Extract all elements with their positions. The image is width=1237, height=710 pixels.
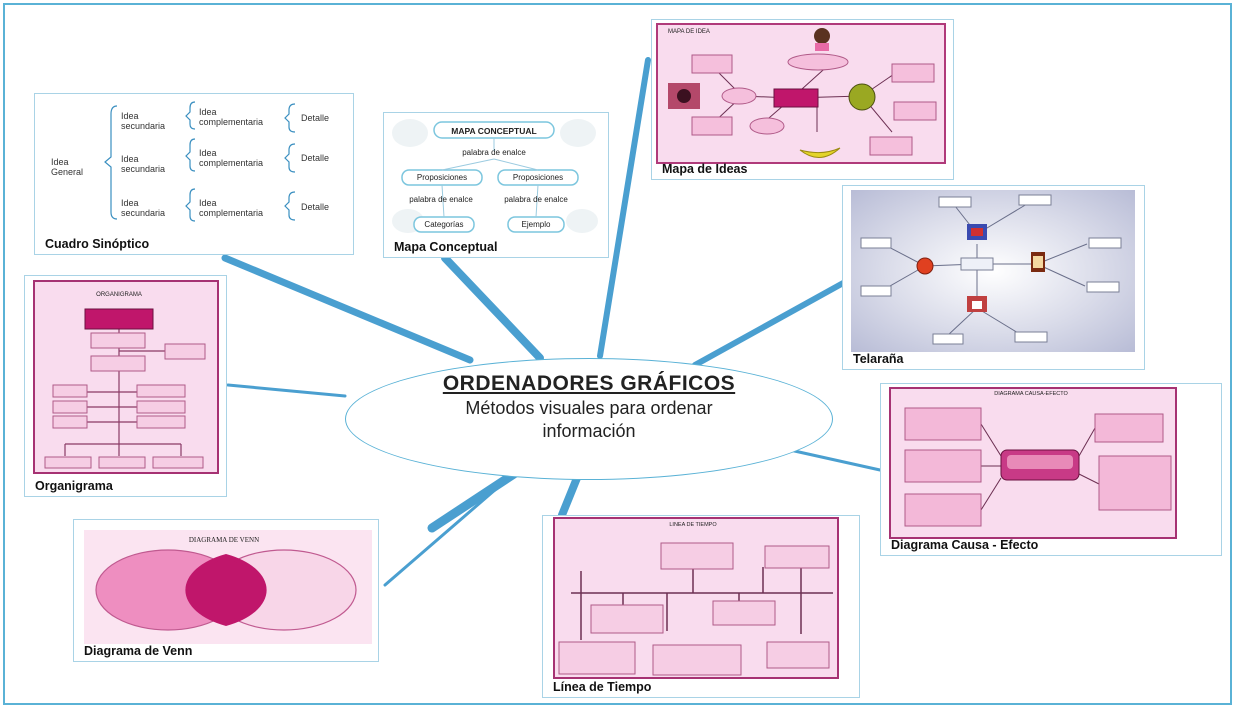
caption-causa-efecto: Diagrama Causa - Efecto <box>891 538 1039 552</box>
causa-efecto-title: DIAGRAMA CAUSA-EFECTO <box>994 391 1068 397</box>
card-causa-efecto: DIAGRAMA CAUSA-EFECTO Diagrama Causa - E… <box>880 383 1222 556</box>
connector-mapa-conceptual <box>441 254 544 362</box>
organigrama-graphic <box>44 308 206 469</box>
connector-causa <box>788 448 882 472</box>
venn-graphic <box>95 549 357 631</box>
detalle-3: Detalle <box>301 202 330 212</box>
card-mapa-ideas: MAPA DE IDEA Mapa de Ideas <box>651 19 954 180</box>
telarana-graphic <box>860 194 1122 345</box>
enlace-2: palabra de enalce <box>409 195 473 204</box>
central-subtitle-line2: información <box>542 421 636 441</box>
central-subtitle-line1: Métodos visuales para ordenar <box>465 398 713 418</box>
caption-linea-tiempo: Línea de Tiempo <box>553 680 652 694</box>
connector-cuadro <box>221 254 474 364</box>
caption-mapa-ideas: Mapa de Ideas <box>662 162 748 176</box>
caption-mapa-conceptual: Mapa Conceptual <box>394 240 498 254</box>
venn-title: DIAGRAMA DE VENN <box>188 536 260 544</box>
telarana-panel <box>851 190 1135 352</box>
central-topic-node: ORDENADORES GRÁFICOS Métodos visuales pa… <box>345 358 833 480</box>
categorias: Categorías <box>424 220 464 229</box>
connector-mapa-ideas <box>597 57 651 359</box>
ejemplo: Ejemplo <box>521 220 551 229</box>
mapa-ideas-graphic <box>668 28 937 158</box>
mapa-conceptual-title: MAPA CONCEPTUAL <box>451 126 537 136</box>
card-venn: DIAGRAMA DE VENN Diagrama de Venn <box>73 519 379 662</box>
connector-telarana <box>692 279 848 368</box>
enlace-3: palabra de enalce <box>504 195 568 204</box>
causa-efecto-graphic <box>904 407 1172 527</box>
enlace-1: palabra de enalce <box>462 148 526 157</box>
outer-frame <box>3 3 1232 705</box>
linea-tiempo-graphic <box>558 542 833 676</box>
detalle-2: Detalle <box>301 153 330 163</box>
card-organigrama: ORGANIGRAMA Organigrama <box>24 275 227 497</box>
organigrama-title: ORGANIGRAMA <box>96 292 142 298</box>
card-mapa-conceptual: MAPA CONCEPTUAL palabra de enalce Propos… <box>383 112 609 258</box>
card-linea-tiempo: LINEA DE TIEMPO Línea de Tiempo <box>542 515 860 698</box>
connector-organigrama <box>226 383 347 398</box>
caption-telarana: Telaraña <box>853 352 904 366</box>
cuadro-brackets <box>104 101 296 222</box>
caption-cuadro-sinoptico: Cuadro Sinóptico <box>45 237 150 251</box>
proposiciones-2: Proposiciones <box>512 173 564 182</box>
mapa-conceptual-graphic <box>392 119 598 233</box>
caption-venn: Diagrama de Venn <box>84 644 193 658</box>
central-title: ORDENADORES GRÁFICOS <box>442 372 736 395</box>
card-telarana: Telaraña <box>842 185 1145 370</box>
caption-organigrama: Organigrama <box>35 479 113 493</box>
connector-linea-a <box>427 465 525 533</box>
mapa-ideas-title: MAPA DE IDEA <box>668 29 710 35</box>
connector-linea-b <box>558 474 581 519</box>
linea-tiempo-title: LINEA DE TIEMPO <box>669 522 717 528</box>
detalle-1: Detalle <box>301 113 330 123</box>
proposiciones-1: Proposiciones <box>416 173 468 182</box>
